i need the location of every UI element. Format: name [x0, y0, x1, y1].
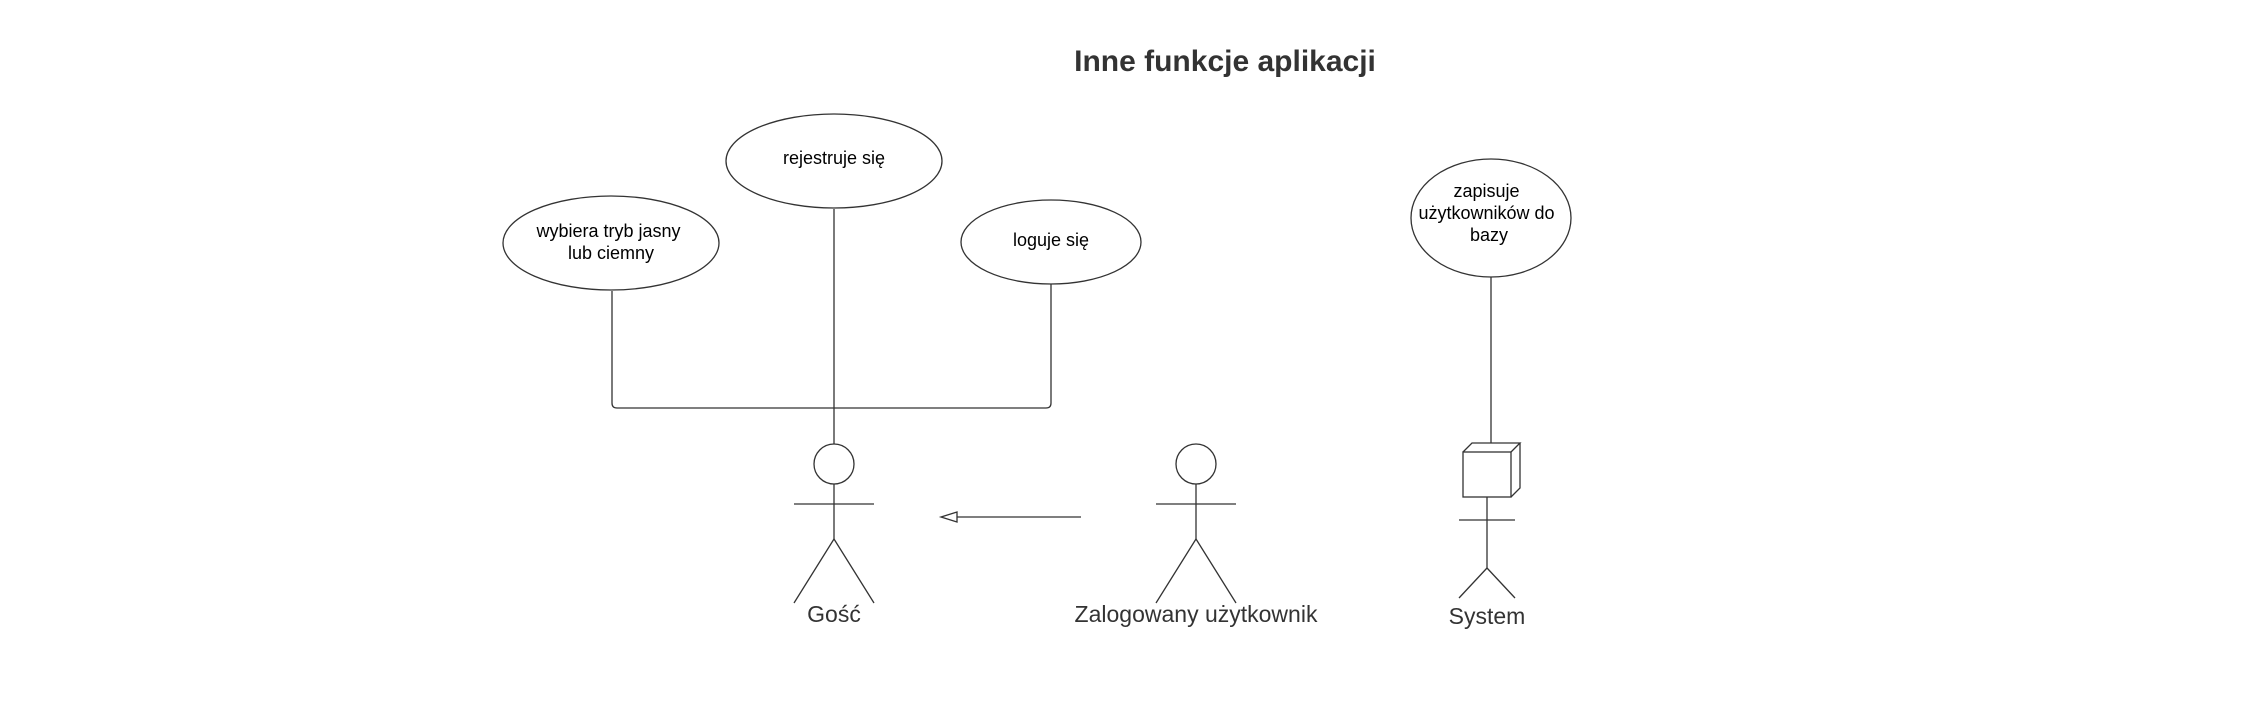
actor-system-right-leg: [1486, 567, 1516, 599]
actor-guest-label: Gość: [807, 601, 861, 627]
usecase-save-users-line-2: użytkowników do: [1418, 203, 1554, 223]
actor-logged-user: Zalogowany użytkownik: [1075, 443, 1318, 627]
actor-logged-user-left-leg: [1155, 538, 1197, 604]
usecase-login-ellipse: [960, 199, 1142, 285]
actor-system: System: [1449, 442, 1526, 629]
usecase-login-text: loguje się: [1013, 230, 1089, 250]
usecase-save-users-line-3: bazy: [1470, 225, 1508, 245]
actor-logged-user-right-leg: [1195, 538, 1237, 604]
usecase-theme-text: wybiera tryb jasny lub ciemny: [535, 221, 685, 263]
usecase-save-users-text: zapisuje użytkowników do bazy: [1418, 181, 1559, 245]
actor-system-label: System: [1449, 603, 1526, 629]
cube-icon-top: [1462, 442, 1522, 453]
usecase-theme-line-1: wybiera tryb jasny: [535, 221, 680, 241]
usecase-register-ellipse: [725, 113, 943, 209]
usecase-login: loguje się: [960, 199, 1142, 285]
actor-guest-right-leg: [833, 538, 875, 604]
usecase-save-users: zapisuje użytkowników do bazy: [1410, 158, 1572, 278]
actor-logged-user-label: Zalogowany użytkownik: [1075, 601, 1318, 627]
generalization-arrow: [938, 511, 1081, 523]
usecase-save-users-line-1: zapisuje: [1453, 181, 1519, 201]
actor-guest-left-leg: [793, 538, 835, 604]
cube-icon: [1462, 442, 1522, 498]
actor-logged-user-head: [1175, 443, 1217, 485]
usecase-register: rejestruje się: [725, 113, 943, 209]
generalization-arrow-head: [938, 511, 958, 523]
association-guest-theme: [611, 291, 834, 409]
cube-icon-side: [1510, 443, 1521, 498]
actor-guest-head: [813, 443, 855, 485]
usecase-register-text: rejestruje się: [783, 148, 885, 168]
actor-system-left-leg: [1458, 567, 1488, 599]
usecase-theme: wybiera tryb jasny lub ciemny: [502, 195, 720, 291]
guest-associations: [611, 209, 1052, 444]
association-guest-login: [834, 284, 1052, 409]
usecase-theme-ellipse: [502, 195, 720, 291]
actor-guest: Gość: [793, 443, 875, 627]
diagram-title: Inne funkcje aplikacji: [1074, 45, 1376, 78]
cube-icon-front: [1462, 451, 1512, 498]
usecase-theme-line-2: lub ciemny: [568, 243, 654, 263]
